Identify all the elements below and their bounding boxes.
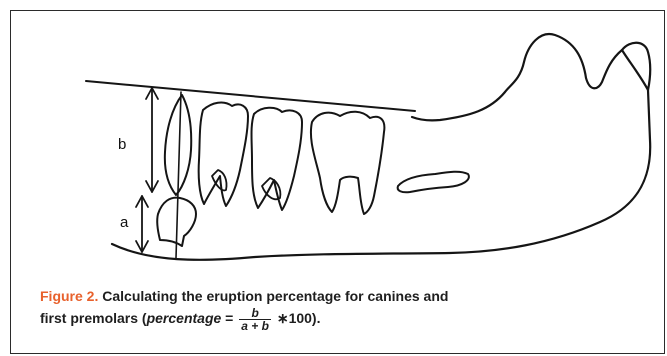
fraction-denominator: a + b (239, 320, 271, 332)
canine-axis (176, 92, 181, 258)
label-a: a (120, 214, 128, 231)
occlusal-line (86, 81, 415, 111)
caption-line2: first premolars ( (40, 310, 147, 326)
figure-label: Figure 2. (40, 288, 98, 304)
label-b: b (118, 136, 126, 153)
premolar-2 (252, 108, 303, 210)
caption-line1: Calculating the eruption percentage for … (98, 288, 448, 304)
mandibular-canal (398, 172, 469, 193)
formula-variable: percentage (147, 310, 222, 326)
formula-equals: = (221, 310, 237, 326)
formula-tail: ∗100). (273, 310, 321, 326)
figure-caption: Figure 2. Calculating the eruption perce… (40, 285, 660, 332)
condyle-outline (622, 43, 650, 90)
molar-1 (311, 112, 384, 214)
